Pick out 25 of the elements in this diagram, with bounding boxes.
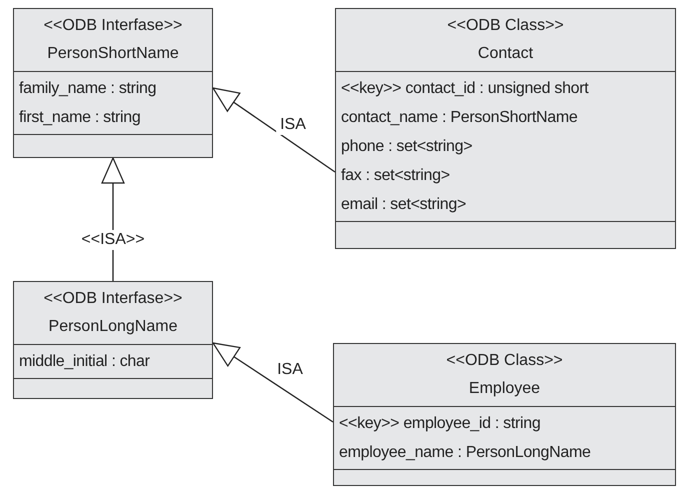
attribute-label: first_name : string	[19, 108, 140, 128]
attribute-label: middle_initial : char	[19, 352, 150, 372]
attribute-label: email : set<string>	[341, 195, 466, 215]
class-box	[13, 8, 213, 158]
class-name: PersonShortName	[47, 44, 179, 64]
generalization-arrow	[212, 87, 336, 173]
stereotype-label: <<ODB Class>>	[446, 351, 563, 371]
attribute-label: <<key>> contact_id : unsigned short	[341, 79, 588, 99]
class-box	[333, 343, 676, 486]
attribute-label: family_name : string	[19, 79, 156, 99]
class-name: Contact	[478, 44, 534, 64]
attribute-label: fax : set<string>	[341, 166, 450, 186]
attribute-label: phone : set<string>	[341, 137, 472, 157]
class-box	[13, 281, 213, 399]
stereotype-label: <<ODB Interfase>>	[44, 16, 182, 36]
generalization-arrow	[101, 157, 125, 281]
generalization-arrow	[212, 342, 334, 423]
class-box	[335, 8, 676, 249]
class-name: PersonLongName	[48, 317, 178, 337]
attribute-label: employee_name : PersonLongName	[339, 443, 591, 463]
stereotype-label: <<ODB Class>>	[447, 16, 564, 36]
class-name: Employee	[468, 379, 540, 399]
stereotype-label: <<ODB Interfase>>	[44, 289, 182, 309]
attribute-label: <<key>> employee_id : string	[339, 414, 541, 434]
attribute-label: contact_name : PersonShortName	[341, 108, 578, 128]
